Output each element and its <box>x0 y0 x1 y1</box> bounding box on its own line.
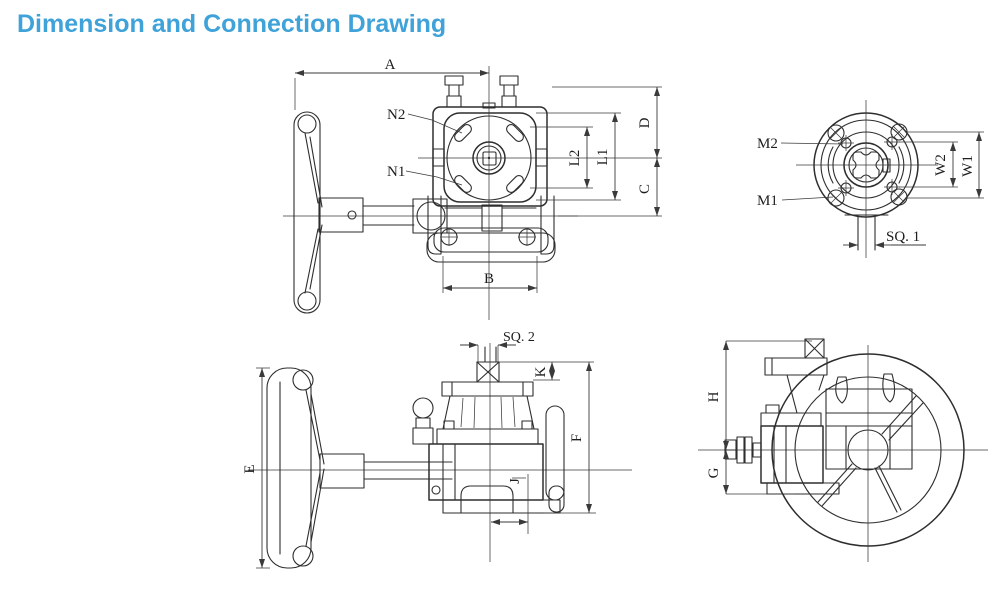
input-shaft <box>362 198 448 234</box>
bracket-screw-right <box>518 228 536 246</box>
outer-bolt-holes <box>827 123 908 207</box>
flange-dimensions: M2 M1 W2 W1 SQ. 1 <box>757 131 984 251</box>
dim-label-w2: W2 <box>933 154 949 176</box>
side-dimensions: E SQ. 2 K F J <box>242 330 596 569</box>
gearbox-body-front <box>432 102 548 207</box>
dim-label-w1: W1 <box>960 155 976 177</box>
clamp-handle <box>545 405 565 513</box>
flange-view: M2 M1 W2 W1 SQ. 1 <box>757 100 984 258</box>
page-title: Dimension and Connection Drawing <box>17 10 446 38</box>
handwheel-side <box>293 111 364 314</box>
inner-bolt-holes <box>838 134 900 196</box>
dim-label-n2: N2 <box>387 107 405 123</box>
mounting-bracket <box>426 195 556 263</box>
square-drive-bore <box>852 151 880 179</box>
dim-label-e: E <box>242 464 258 473</box>
dim-label-f: F <box>569 434 585 442</box>
front-view: A D C L1 L2 B N2 N1 <box>283 57 662 320</box>
dim-label-c: C <box>637 184 653 194</box>
side-view: E SQ. 2 K F J <box>242 330 632 569</box>
dim-label-b: B <box>484 271 494 287</box>
dim-label-j: J <box>508 478 523 484</box>
dim-label-h: H <box>706 391 722 402</box>
dim-label-sq2: SQ. 2 <box>503 330 535 345</box>
flange-behind-wheel <box>825 373 913 470</box>
front-dimensions: A D C L1 L2 B N2 N1 <box>294 57 662 293</box>
dim-label-g: G <box>706 467 722 478</box>
dim-label-d: D <box>637 117 653 128</box>
dim-label-m2: M2 <box>757 136 778 152</box>
top-bolts <box>444 75 519 108</box>
bracket-screw-left <box>440 228 458 246</box>
rear-dimensions: H G <box>706 340 812 495</box>
rear-view: H G <box>698 338 988 562</box>
leader-n1 <box>405 170 463 186</box>
flange-body <box>813 112 919 218</box>
handwheel-side-2 <box>266 367 453 569</box>
leader-n2 <box>407 113 463 134</box>
knurled-boss <box>460 485 514 514</box>
leader-m2 <box>780 142 844 145</box>
front-centerlines <box>283 66 662 320</box>
dim-label-l2: L2 <box>567 150 583 167</box>
declutch-knob <box>412 397 434 445</box>
dim-label-n1: N1 <box>387 164 405 180</box>
dim-label-m1: M1 <box>757 193 778 209</box>
gearbox-body-rear <box>724 338 913 495</box>
dim-label-a: A <box>385 57 396 73</box>
side-centerlines <box>248 343 632 562</box>
rear-centerlines <box>698 345 988 562</box>
handwheel-rear <box>771 353 965 547</box>
flange-centerlines <box>796 100 938 258</box>
dim-label-k: K <box>533 366 549 377</box>
gearbox-body-side <box>412 346 565 514</box>
dim-label-l1: L1 <box>595 149 611 166</box>
dim-label-sq1: SQ. 1 <box>886 229 920 245</box>
leader-m1 <box>781 196 834 201</box>
